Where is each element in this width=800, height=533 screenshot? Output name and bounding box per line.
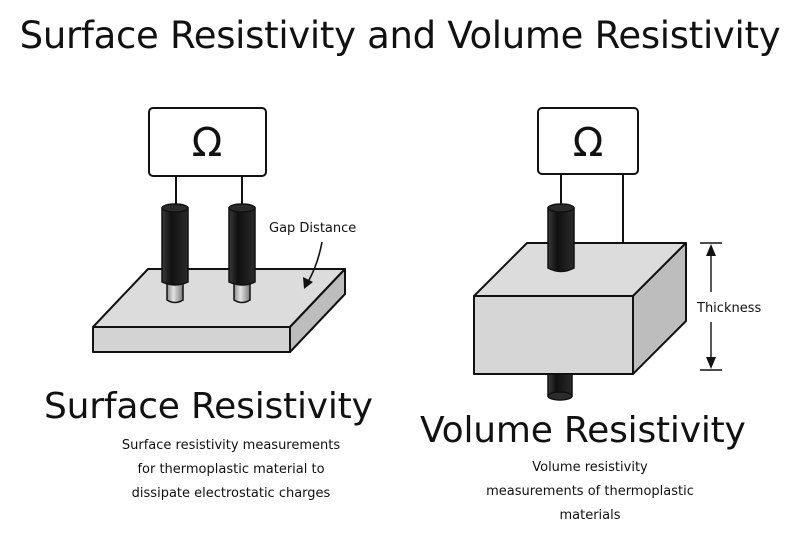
surface-description-line: for thermoplastic material to	[137, 462, 325, 477]
volume-ohmmeter	[537, 107, 639, 175]
surface-probe-left	[161, 203, 189, 304]
gap-distance-label: Gap Distance	[269, 221, 356, 236]
gap-distance-arrowhead	[303, 277, 313, 289]
thickness-arrowhead-down	[706, 357, 716, 369]
surface-resistivity-description: Surface resistivity measurements for the…	[86, 434, 376, 506]
volume-block-side	[632, 242, 687, 375]
gap-distance-arrow	[307, 241, 323, 283]
surface-diagram: Ω Gap Distance	[92, 107, 356, 353]
surface-probe-right	[228, 203, 256, 304]
volume-resistivity-description: Volume resistivity measurements of therm…	[440, 456, 740, 528]
volume-diagram: Ω Thickness	[473, 107, 761, 401]
volume-ohm-icon: Ω	[573, 120, 604, 166]
surface-ohmmeter	[148, 107, 267, 177]
thickness-label: Thickness	[696, 301, 761, 316]
volume-resistivity-title: Volume Resistivity	[420, 410, 746, 451]
surface-resistivity-title: Surface Resistivity	[44, 386, 373, 427]
volume-description-line: materials	[559, 508, 621, 523]
volume-description-line: Volume resistivity	[532, 460, 648, 475]
main-title: Surface Resistivity and Volume Resistivi…	[19, 14, 781, 57]
surface-ohm-icon: Ω	[192, 120, 223, 166]
volume-block-front	[473, 295, 634, 375]
volume-probe-top	[547, 203, 575, 273]
surface-plate-side	[289, 268, 346, 353]
surface-plate-front	[92, 326, 291, 353]
volume-description-line: measurements of thermoplastic	[486, 484, 694, 499]
thickness-arrowhead-up	[706, 244, 716, 256]
surface-description-line: Surface resistivity measurements	[121, 438, 341, 453]
surface-description-line: dissipate electrostatic charges	[131, 486, 331, 501]
